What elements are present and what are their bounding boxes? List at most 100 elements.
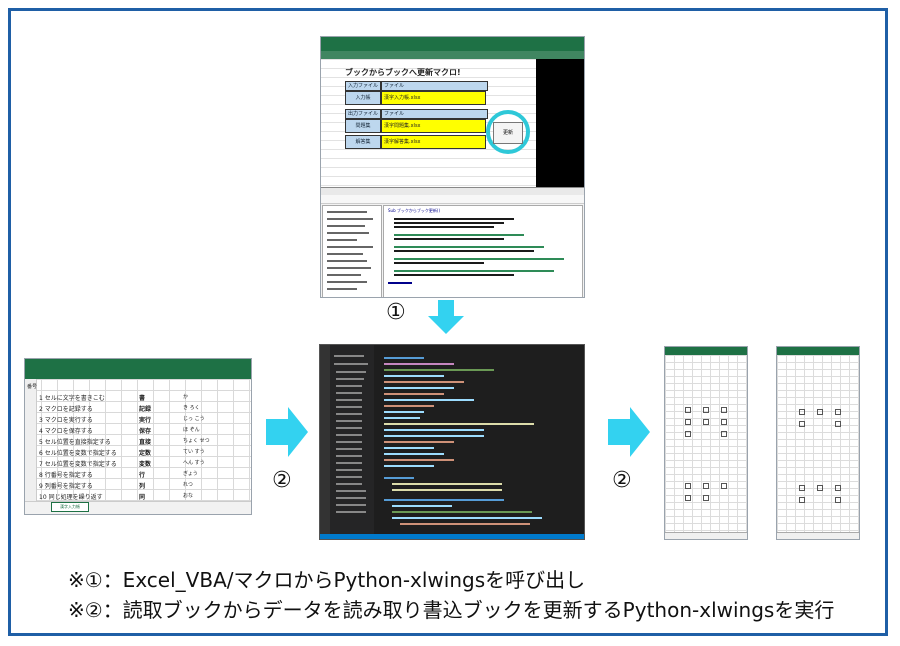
- input-header-right: ファイル: [381, 81, 488, 91]
- input-book-screenshot: 番号 1 セルに文字を書きこむ 書 か 2 マクロを記録する 記録 き ろく 3 マクロ…: [24, 358, 252, 515]
- row-number: 8: [39, 472, 43, 479]
- update-button[interactable]: 更新: [493, 122, 523, 144]
- row-reading: おな: [183, 493, 194, 499]
- row-number: 2: [39, 406, 43, 413]
- row-kanji: 直接: [139, 439, 152, 446]
- vscode-activity-bar: [320, 345, 330, 539]
- row-kanji: 同: [139, 494, 146, 501]
- row-kanji: 変数: [139, 461, 152, 468]
- row-text: 列番号を指定する: [44, 483, 93, 490]
- table-row: 3 マクロを実行する 実行 じっ こう: [39, 415, 205, 424]
- input-file-cell[interactable]: 漢字入力帳.xlsx: [381, 91, 486, 105]
- row-number: 3: [39, 417, 43, 424]
- right-arrow-left: [266, 407, 308, 457]
- row-number: 10: [39, 494, 47, 501]
- note-line-1: ※①：Excel_VBA/マクロからPython-xlwingsを呼び出し: [68, 568, 586, 592]
- vba-code-line: Sub ブックからブック更新(): [388, 208, 441, 213]
- excel-grid: [665, 355, 747, 539]
- output-label-1: 問題集: [345, 119, 381, 133]
- sheet-tab-bar: 漢字入力帳: [25, 501, 251, 514]
- row-reading: れつ: [183, 482, 193, 488]
- output-label-2: 解答集: [345, 135, 381, 149]
- row-header-strip: [25, 379, 37, 503]
- table-row: 1 セルに文字を書きこむ 書 か: [39, 393, 188, 402]
- table-row: 5 セル位置を直接指定する 直接 ちょく せつ: [39, 437, 210, 446]
- row-kanji: 保存: [139, 428, 152, 435]
- excel-grid: [25, 379, 251, 503]
- column-header: 番号: [27, 384, 38, 390]
- row-reading: ほ ぞん: [183, 427, 200, 433]
- row-reading: てい すう: [183, 449, 205, 455]
- output-header: 出力ファイル: [345, 109, 381, 119]
- excel-macro-screenshot: ブックからブックへ更新マクロ! 入力ファイル ファイル 入力帳 漢字入力帳.xl…: [320, 36, 585, 298]
- sheet-tab-bar: [665, 532, 747, 539]
- table-row: 4 マクロを保存する 保存 ほ ぞん: [39, 426, 200, 435]
- excel-ribbon: [777, 347, 859, 355]
- table-row: 10 同じ処理を繰り返す 同 おな: [39, 492, 193, 501]
- row-text: セルに文字を書きこむ: [44, 395, 105, 402]
- row-text: マクロを記録する: [44, 406, 93, 413]
- output-header-right: ファイル: [381, 109, 488, 119]
- question-book-screenshot: [664, 346, 748, 540]
- excel-ribbon: [321, 37, 584, 51]
- row-kanji: 定数: [139, 450, 152, 457]
- vscode-editor[interactable]: [376, 345, 584, 535]
- vscode-status-bar: [320, 534, 584, 539]
- excel-menu-bar: [321, 51, 584, 59]
- table-row: 7 セル位置を変数で指定する 変数 へん すう: [39, 459, 205, 468]
- vba-toolbar: [321, 195, 584, 204]
- vba-code-pane[interactable]: Sub ブックからブック更新(): [383, 205, 583, 297]
- row-kanji: 書: [139, 395, 146, 402]
- row-text: セル位置を変数で指定する: [44, 450, 117, 457]
- excel-ribbon: [25, 359, 251, 379]
- row-reading: き ろく: [183, 405, 200, 411]
- row-text: マクロを実行する: [44, 417, 93, 424]
- row-kanji: 行: [139, 472, 146, 479]
- row-number: 4: [39, 428, 43, 435]
- row-text: 同じ処理を繰り返す: [48, 494, 103, 501]
- row-text: セル位置を変数で指定する: [44, 461, 117, 468]
- excel-grid: [777, 355, 859, 539]
- row-reading: ぎょう: [183, 471, 198, 477]
- table-row: 8 行番号を指定する 行 ぎょう: [39, 470, 198, 479]
- step-2-left-label: ②: [272, 468, 292, 493]
- step-1-label: ①: [386, 300, 406, 325]
- row-number: 6: [39, 450, 43, 457]
- row-text: セル位置を直接指定する: [44, 439, 111, 446]
- highlight-ring: [486, 110, 530, 154]
- row-reading: じっ こう: [183, 416, 205, 422]
- input-header: 入力ファイル: [345, 81, 381, 91]
- row-number: 9: [39, 483, 43, 490]
- row-number: 5: [39, 439, 43, 446]
- row-number: 1: [39, 395, 43, 402]
- black-area: [536, 59, 584, 187]
- excel-ribbon: [665, 347, 747, 355]
- row-reading: か: [183, 394, 189, 400]
- step-2-right-label: ②: [612, 468, 632, 493]
- down-arrow: [428, 300, 464, 334]
- row-kanji: 列: [139, 483, 146, 490]
- row-reading: へん すう: [183, 460, 205, 466]
- table-row: 9 列番号を指定する 列 れつ: [39, 481, 193, 490]
- row-kanji: 記録: [139, 406, 152, 413]
- row-text: マクロを保存する: [44, 428, 93, 435]
- row-text: 行番号を指定する: [44, 472, 93, 479]
- output-file-cell-2[interactable]: 漢字解答集.xlsx: [381, 135, 486, 149]
- vba-project-tree[interactable]: [322, 205, 382, 297]
- table-row: 6 セル位置を変数で指定する 定数 てい すう: [39, 448, 205, 457]
- row-reading: ちょく せつ: [183, 438, 210, 444]
- vscode-screenshot: [319, 344, 585, 540]
- input-label: 入力帳: [345, 91, 381, 105]
- answer-book-screenshot: [776, 346, 860, 540]
- output-file-cell-1[interactable]: 漢字問題集.xlsx: [381, 119, 486, 133]
- note-line-2: ※②：読取ブックからデータを読み取り書込ブックを更新するPython-xlwin…: [68, 598, 835, 622]
- row-kanji: 実行: [139, 417, 152, 424]
- sheet-tab-bar: [777, 532, 859, 539]
- vba-editor: Sub ブックからブック更新(): [321, 187, 584, 297]
- row-number: 7: [39, 461, 43, 468]
- table-row: 2 マクロを記録する 記録 き ろく: [39, 404, 200, 413]
- sheet-tab[interactable]: 漢字入力帳: [51, 502, 89, 512]
- macro-sheet-title: ブックからブックへ更新マクロ!: [345, 68, 461, 77]
- vscode-explorer[interactable]: [330, 345, 374, 539]
- right-arrow-right: [608, 407, 650, 457]
